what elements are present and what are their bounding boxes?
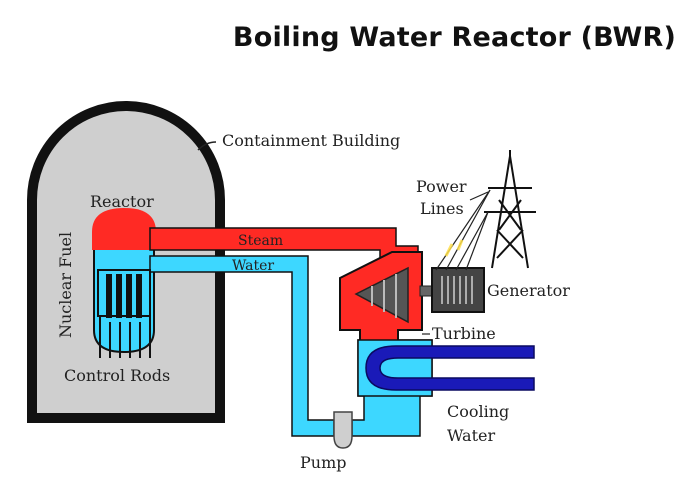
label-water: Water [232,258,274,274]
containment-leader [197,141,217,151]
generator-coils [441,276,473,304]
turbine-blades [371,274,397,318]
label-pump: Pump [300,453,346,472]
power-tower-icon [484,150,536,269]
label-lines: Lines [420,199,464,218]
label-reactor: Reactor [90,192,154,211]
label-cooling: Cooling [447,402,509,421]
label-cooling-water: Water [447,426,495,445]
label-turbine: Turbine [432,324,496,343]
label-generator: Generator [487,281,570,300]
reactor-vessel-water [93,247,155,354]
label-control-rods: Control Rods [64,366,170,385]
reactor-vessel-steam [92,208,156,250]
label-power: Power [416,177,467,196]
power-lines-leader [469,191,489,201]
cooling-water-pipe [365,345,535,391]
label-nuclear-fuel: Nuclear Fuel [56,232,75,338]
power-line-glow [444,239,464,257]
page-title: Boiling Water Reactor (BWR) [232,22,676,53]
label-steam: Steam [238,233,283,249]
pump [333,411,353,449]
power-lines [435,189,491,271]
fuel-assembly [97,269,151,318]
label-containment-building: Containment Building [222,131,400,150]
control-rods [99,316,151,358]
generator [431,267,485,313]
